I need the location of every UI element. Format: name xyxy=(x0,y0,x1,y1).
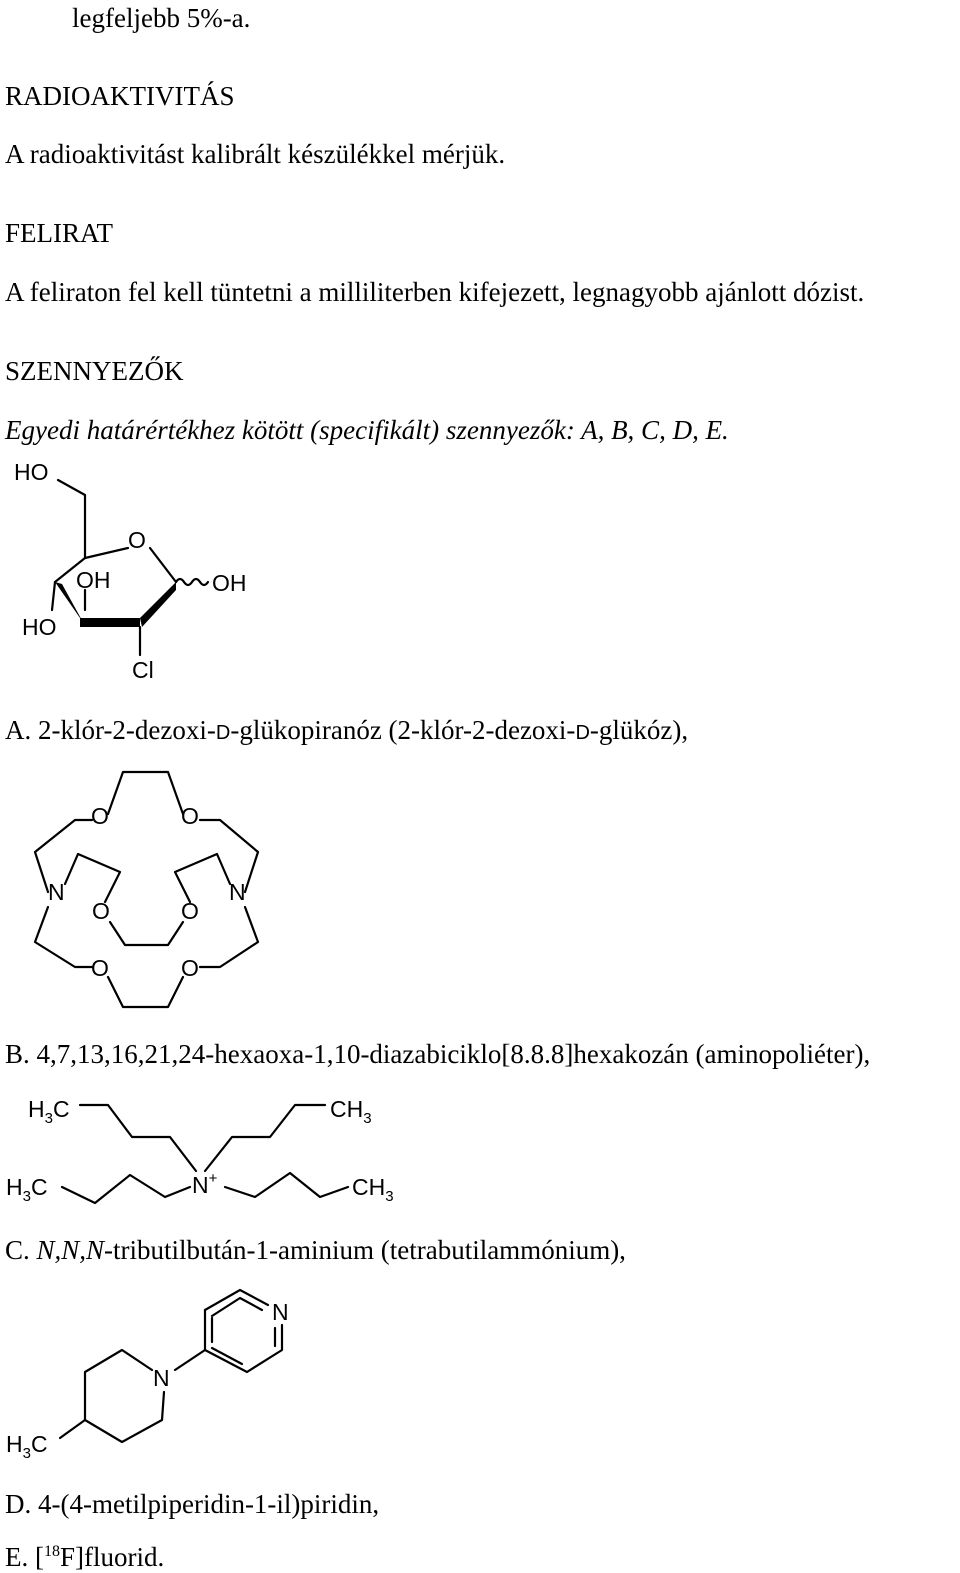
struct-c-h3c-top: H3C xyxy=(28,1096,70,1127)
struct-a-ho-left: HO xyxy=(22,614,57,640)
impurities-text: Egyedi határértékhez kötött (specifikált… xyxy=(5,415,729,445)
struct-d-n-pyridine: N xyxy=(272,1299,289,1325)
structure-a: HO O OH OH HO Cl xyxy=(14,459,247,683)
impurity-a-d2: D xyxy=(575,722,590,744)
continuation-text: legfeljebb 5%-a. xyxy=(72,3,251,33)
impurity-a-part1: A. 2-klór-2-dezoxi- xyxy=(5,715,216,745)
impurity-e-isotope: 18 xyxy=(43,1543,60,1560)
struct-d-n-piperidine: N xyxy=(153,1365,170,1391)
struct-b-o2: O xyxy=(181,803,199,829)
label-text: A feliraton fel kell tüntetni a millilit… xyxy=(5,277,865,307)
impurity-a-d1: D xyxy=(215,722,231,744)
structure-d: N N H3C xyxy=(6,1288,289,1462)
struct-b-n-left: N xyxy=(48,879,65,905)
radioactivity-heading: RADIOAKTIVITÁS xyxy=(5,81,235,111)
struct-a-ho-top: HO xyxy=(14,459,49,485)
impurity-c-part1: C. xyxy=(5,1235,37,1265)
struct-b-o3: O xyxy=(92,898,110,924)
struct-b-o6: O xyxy=(181,955,199,981)
impurity-b-name: B. 4,7,13,16,21,24-hexaoxa-1,10-diazabic… xyxy=(5,1039,871,1069)
struct-b-o1: O xyxy=(91,803,109,829)
struct-c-n-plus: N+ xyxy=(192,1170,218,1198)
struct-c-ch3-top: CH3 xyxy=(330,1096,372,1127)
impurity-c-italic: N,N,N xyxy=(36,1235,105,1265)
structure-b: O O N N O O O O xyxy=(33,770,260,1009)
impurity-d-name: D. 4-(4-metilpiperidin-1-il)piridin, xyxy=(5,1489,380,1519)
struct-a-cl: Cl xyxy=(132,657,154,683)
struct-d-h3c: H3C xyxy=(6,1431,48,1462)
struct-a-oh-right: OH xyxy=(212,570,247,596)
struct-a-oh-inner: OH xyxy=(76,567,111,593)
impurity-e-part1: E. [ xyxy=(5,1542,44,1572)
struct-b-o4: O xyxy=(181,898,199,924)
struct-b-o5: O xyxy=(91,955,109,981)
impurity-a-part3: -glükóz), xyxy=(589,715,689,745)
impurities-heading: SZENNYEZŐK xyxy=(5,356,184,386)
impurity-e-name: E. [18F]fluorid. xyxy=(5,1536,164,1573)
impurity-c-part2: -tributilbután-1-aminium (tetrabutilammó… xyxy=(104,1235,626,1265)
impurity-a-name: A. 2-klór-2-dezoxi-D-glükopiranóz (2-kló… xyxy=(5,714,688,749)
impurity-a-part2: -glükopiranóz (2-klór-2-dezoxi- xyxy=(230,715,576,745)
impurity-e-part2: F]fluorid. xyxy=(59,1542,165,1572)
struct-c-h3c-left: H3C xyxy=(6,1174,48,1205)
radioactivity-text: A radioaktivitást kalibrált készülékkel … xyxy=(5,139,506,169)
label-heading: FELIRAT xyxy=(5,218,113,248)
struct-c-ch3-right: CH3 xyxy=(352,1174,394,1205)
struct-b-n-right: N xyxy=(229,879,246,905)
impurity-c-name: C. N,N,N-tributilbután-1-aminium (tetrab… xyxy=(5,1234,626,1266)
struct-a-ring-o: O xyxy=(128,527,146,553)
structure-c: H3C CH3 N+ H3C CH3 xyxy=(6,1096,394,1205)
